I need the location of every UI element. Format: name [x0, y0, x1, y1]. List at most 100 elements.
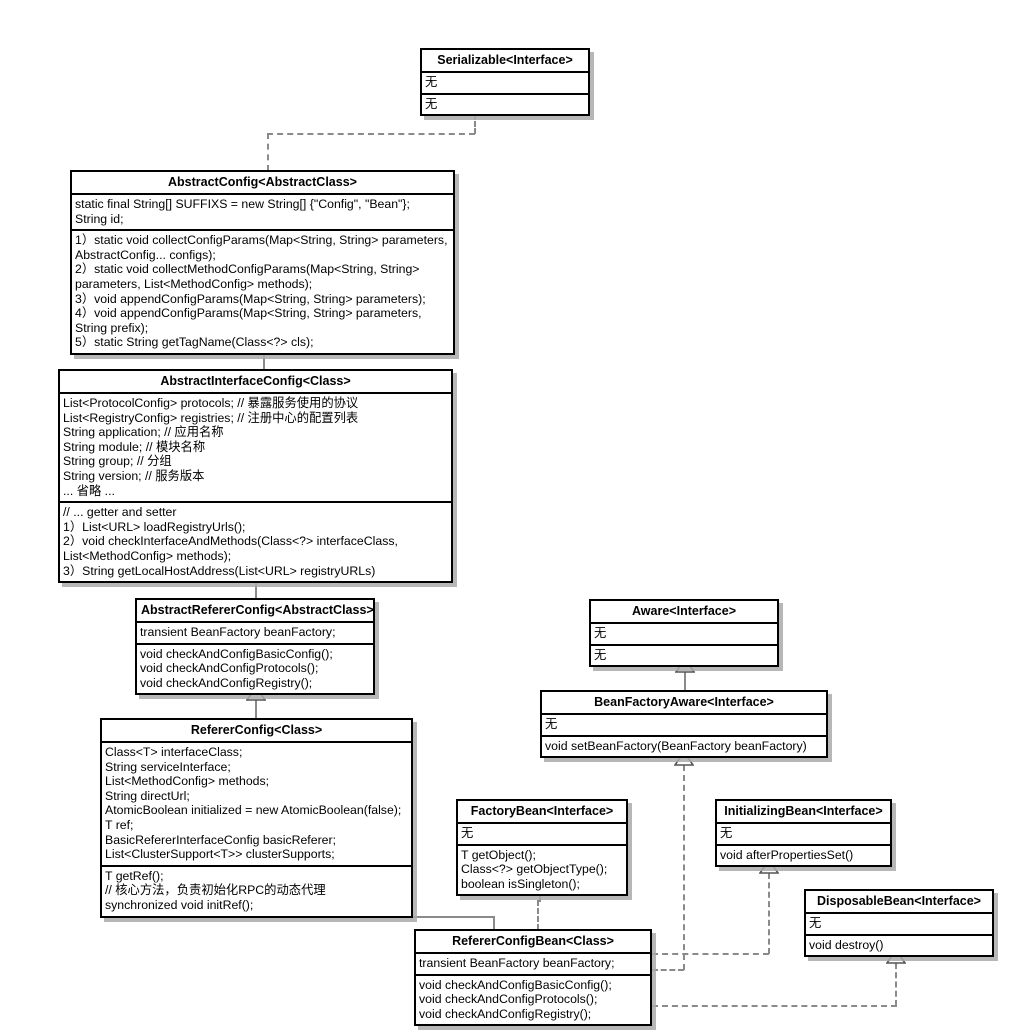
attribute-item: transient BeanFactory beanFactory;	[419, 956, 615, 970]
class-box-serializable[interactable]: Serializable<Interface> 无 无	[420, 48, 590, 117]
connector-rcb-to-bfa-h	[652, 969, 684, 971]
class-title-initializing-bean: InitializingBean<Interface>	[717, 801, 890, 824]
method-item: 5）static String getTagName(Class<?> cls)…	[75, 335, 314, 350]
connector-arc-to-aic-v	[255, 582, 257, 600]
attribute-item: static final String[] SUFFIXS = new Stri…	[75, 197, 410, 211]
arrowhead-realization-bean-factory-aware	[674, 752, 694, 766]
connector-rcb-to-db-h	[652, 1005, 897, 1007]
connector-rcb-to-ib-h	[652, 953, 769, 955]
method-item: void checkAndConfigProtocols();	[419, 992, 598, 1007]
attribute-item: String serviceInterface;	[105, 759, 231, 774]
method-item: 3）void appendConfigParams(Map<String, St…	[75, 291, 426, 306]
connector-aic-to-ac-v	[263, 352, 265, 371]
class-box-referer-config[interactable]: RefererConfig<Class> Class<T> interfaceC…	[100, 718, 413, 918]
attribute-item: BasicRefererInterfaceConfig basicReferer…	[105, 832, 337, 847]
connector-rc-to-arc-v	[255, 700, 257, 720]
attribute-item: List<ClusterSupport<T>> clusterSupports;	[105, 847, 335, 862]
connector-rcb-to-rc-v	[493, 916, 495, 930]
method-item: void checkAndConfigRegistry();	[140, 675, 313, 690]
class-title-serializable: Serializable<Interface>	[422, 50, 588, 73]
class-box-abstract-interface-config[interactable]: AbstractInterfaceConfig<Class> List<Prot…	[58, 369, 453, 584]
class-attributes-factory-bean: 无	[458, 824, 626, 844]
class-title-abstract-interface-config: AbstractInterfaceConfig<Class>	[60, 371, 451, 394]
class-methods-referer-config: T getRef(); // 核心方法，负责初始化RPC的动态代理 synchr…	[102, 864, 411, 916]
connector-rcb-to-ib-v	[768, 873, 770, 954]
class-box-aware[interactable]: Aware<Interface> 无 无	[589, 599, 779, 668]
class-title-disposable-bean: DisposableBean<Interface>	[806, 891, 992, 914]
class-methods-abstract-interface-config: // ... getter and setter 1）List<URL> loa…	[60, 501, 451, 581]
attribute-item: List<RegistryConfig> registries; // 注册中心…	[63, 410, 359, 425]
class-attributes-abstract-interface-config: List<ProtocolConfig> protocols; // 暴露服务使…	[60, 394, 451, 501]
method-item: void checkAndConfigBasicConfig();	[140, 646, 333, 661]
class-methods-factory-bean: T getObject(); Class<?> getObjectType();…	[458, 843, 626, 895]
class-title-bean-factory-aware: BeanFactoryAware<Interface>	[542, 692, 826, 715]
class-box-bean-factory-aware[interactable]: BeanFactoryAware<Interface> 无 void setBe…	[540, 690, 828, 759]
class-box-abstract-config[interactable]: AbstractConfig<AbstractClass> static fin…	[70, 170, 455, 355]
method-item: void checkAndConfigRegistry();	[419, 1006, 592, 1021]
class-methods-disposable-bean: void destroy()	[806, 933, 992, 956]
method-item: void destroy()	[809, 937, 884, 952]
class-attributes-disposable-bean: 无	[806, 914, 992, 934]
connector-rcb-to-fb-v1	[537, 900, 539, 930]
method-item: boolean isSingleton();	[461, 876, 580, 891]
attribute-item: String version; // 服务版本	[63, 468, 205, 483]
attribute-item: Class<T> interfaceClass;	[105, 745, 243, 759]
class-box-initializing-bean[interactable]: InitializingBean<Interface> 无 void after…	[715, 799, 892, 868]
method-item: T getObject();	[461, 847, 536, 862]
method-item: T getRef();	[105, 868, 164, 883]
attribute-item: List<ProtocolConfig> protocols; // 暴露服务使…	[63, 396, 359, 410]
connector-abstract-config-to-serializable-v2	[474, 114, 476, 134]
class-title-abstract-referer-config: AbstractRefererConfig<AbstractClass>	[137, 600, 374, 623]
method-item: // 核心方法，负责初始化RPC的动态代理	[105, 883, 326, 898]
attribute-item: ... 省略 ...	[63, 483, 115, 498]
class-attributes-initializing-bean: 无	[717, 824, 890, 844]
class-attributes-bean-factory-aware: 无	[542, 715, 826, 735]
class-box-abstract-referer-config[interactable]: AbstractRefererConfig<AbstractClass> tra…	[135, 598, 375, 696]
class-attributes-aware: 无	[591, 624, 777, 644]
method-item: 2）void checkInterfaceAndMethods(Class<?>…	[63, 534, 402, 563]
method-item: 无	[594, 647, 607, 662]
method-item: void checkAndConfigProtocols();	[140, 661, 319, 676]
class-attributes-serializable: 无	[422, 73, 588, 93]
class-attributes-referer-config: Class<T> interfaceClass; String serviceI…	[102, 743, 411, 865]
attribute-item: String id;	[75, 211, 124, 226]
class-methods-serializable: 无	[422, 92, 588, 115]
class-box-referer-config-bean[interactable]: RefererConfigBean<Class> transient BeanF…	[414, 929, 652, 1027]
attribute-item: String application; // 应用名称	[63, 425, 224, 440]
connector-abstract-config-to-serializable-h	[267, 133, 475, 135]
class-attributes-abstract-config: static final String[] SUFFIXS = new Stri…	[72, 195, 453, 229]
class-box-factory-bean[interactable]: FactoryBean<Interface> 无 T getObject(); …	[456, 799, 628, 897]
connector-rcb-to-fb-v2	[539, 891, 541, 902]
method-item: // ... getter and setter	[63, 505, 177, 520]
class-title-aware: Aware<Interface>	[591, 601, 777, 624]
class-box-disposable-bean[interactable]: DisposableBean<Interface> 无 void destroy…	[804, 889, 994, 958]
attribute-item: 无	[425, 75, 438, 89]
method-item: 2）static void collectMethodConfigParams(…	[75, 262, 423, 291]
attribute-item: 无	[594, 626, 607, 640]
class-title-referer-config: RefererConfig<Class>	[102, 720, 411, 743]
method-item: synchronized void initRef();	[105, 897, 254, 912]
class-title-factory-bean: FactoryBean<Interface>	[458, 801, 626, 824]
method-item: 无	[425, 96, 438, 111]
attribute-item: String group; // 分组	[63, 454, 172, 469]
class-methods-aware: 无	[591, 643, 777, 666]
class-attributes-referer-config-bean: transient BeanFactory beanFactory;	[416, 954, 650, 974]
method-item: 1）static void collectConfigParams(Map<St…	[75, 233, 451, 262]
method-item: Class<?> getObjectType();	[461, 862, 608, 877]
attribute-item: 无	[809, 916, 822, 930]
attribute-item: T ref;	[105, 817, 134, 832]
class-title-abstract-config: AbstractConfig<AbstractClass>	[72, 172, 453, 195]
class-methods-abstract-config: 1）static void collectConfigParams(Map<St…	[72, 229, 453, 353]
method-item: void afterPropertiesSet()	[720, 847, 854, 862]
class-methods-bean-factory-aware: void setBeanFactory(BeanFactory beanFact…	[542, 734, 826, 757]
attribute-item: 无	[720, 826, 733, 840]
attribute-item: 无	[545, 717, 558, 731]
connector-rcb-to-db-v	[895, 963, 897, 1006]
attribute-item: String module; // 模块名称	[63, 439, 206, 454]
method-item: void checkAndConfigBasicConfig();	[419, 977, 612, 992]
class-methods-referer-config-bean: void checkAndConfigBasicConfig(); void c…	[416, 973, 650, 1025]
class-attributes-abstract-referer-config: transient BeanFactory beanFactory;	[137, 623, 373, 643]
class-title-referer-config-bean: RefererConfigBean<Class>	[416, 931, 650, 954]
class-methods-abstract-referer-config: void checkAndConfigBasicConfig(); void c…	[137, 642, 373, 694]
